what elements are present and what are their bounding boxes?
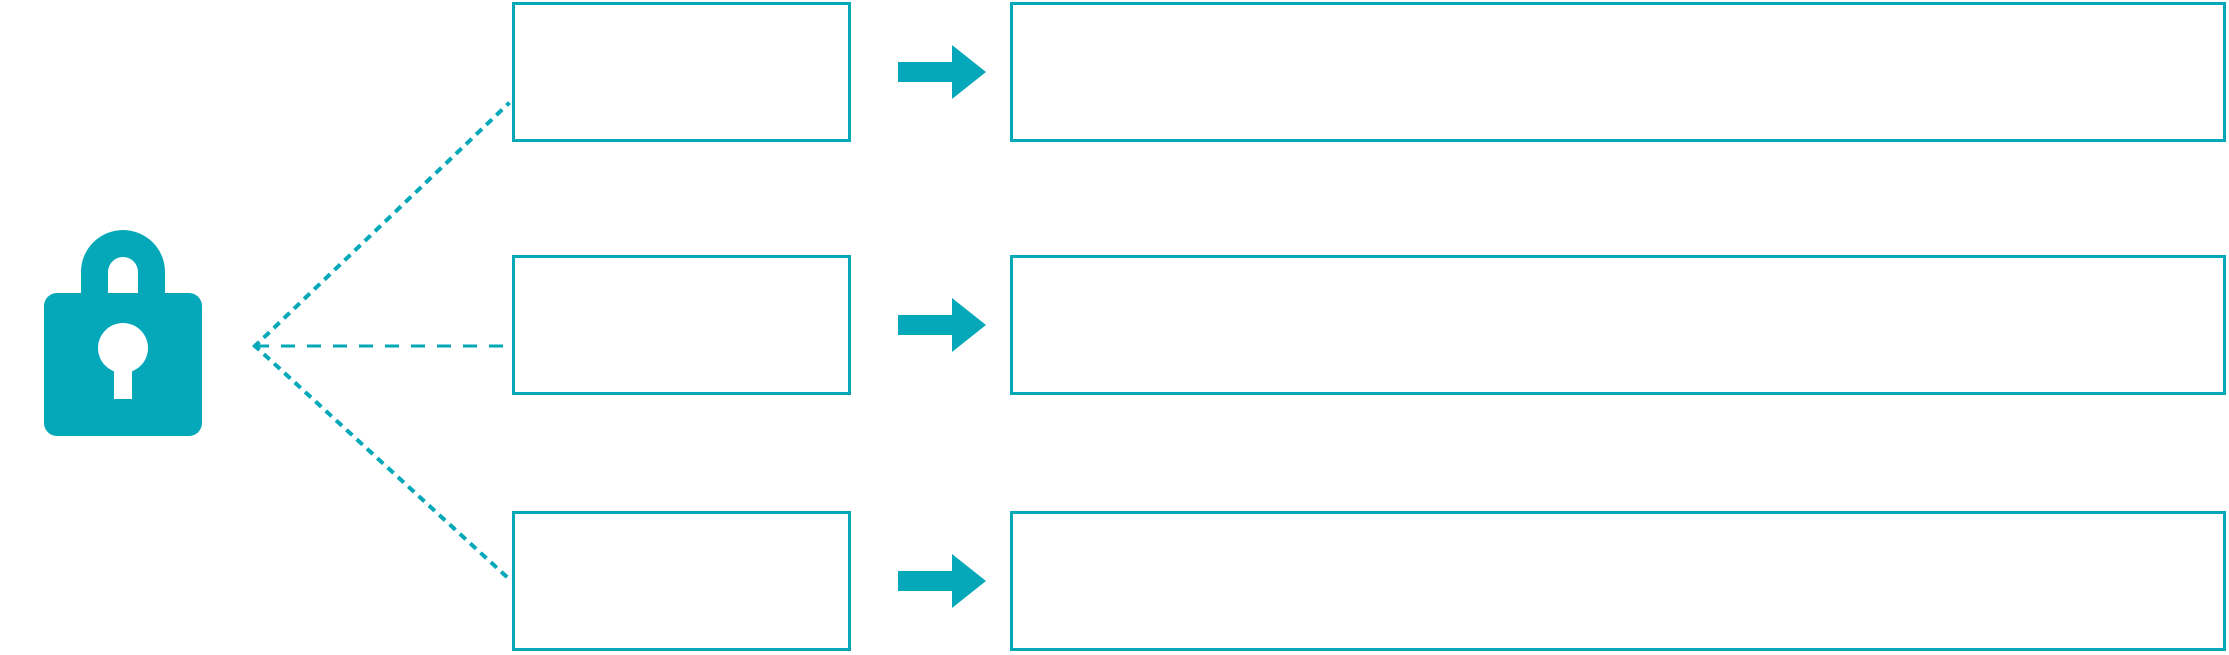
row-1 bbox=[0, 2, 2229, 143]
stage-box-row-3[interactable] bbox=[512, 511, 851, 651]
stage-box-label-row-2 bbox=[515, 258, 848, 286]
detail-box-label-row-2 bbox=[1013, 258, 2223, 286]
arrow-right-icon-row-3 bbox=[898, 554, 986, 608]
lock-icon bbox=[44, 230, 202, 436]
stage-box-label-row-1 bbox=[515, 5, 848, 33]
stage-box-label-row-3 bbox=[515, 514, 848, 542]
stage-box-row-1[interactable] bbox=[512, 2, 851, 142]
stage-box-row-2[interactable] bbox=[512, 255, 851, 395]
detail-box-row-2[interactable] bbox=[1010, 255, 2226, 395]
detail-box-label-row-3 bbox=[1013, 514, 2223, 542]
arrow-right-icon-row-1 bbox=[898, 45, 986, 99]
detail-box-row-1[interactable] bbox=[1010, 2, 2226, 142]
detail-box-label-row-1 bbox=[1013, 5, 2223, 33]
detail-box-row-3[interactable] bbox=[1010, 511, 2226, 651]
arrow-right-icon-row-2 bbox=[898, 298, 986, 352]
row-2 bbox=[0, 255, 2229, 396]
row-3 bbox=[0, 511, 2229, 652]
